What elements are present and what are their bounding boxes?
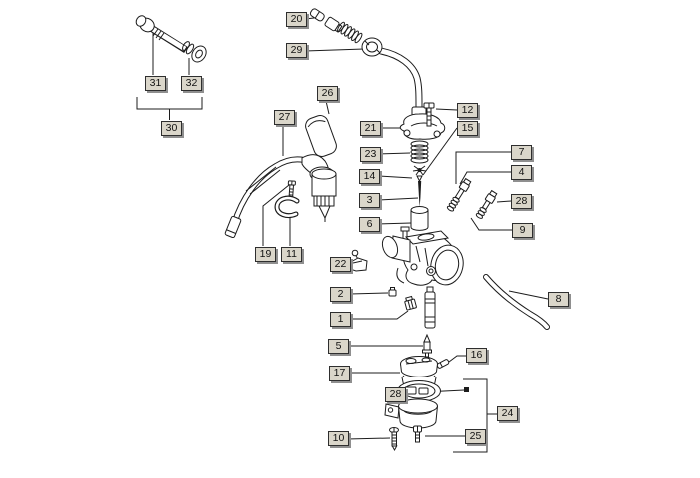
part-callout-21: 21: [360, 121, 381, 136]
part-callout-1: 1: [330, 312, 351, 327]
float-pin-drawing: [436, 359, 450, 369]
part-callout-32: 32: [181, 76, 202, 91]
part-callout-12: 12: [457, 103, 478, 118]
part-callout-19: 19: [255, 247, 276, 262]
part-callout-4: 4: [511, 165, 532, 180]
jet-needle-drawing: [418, 181, 422, 207]
part-callout-16: 16: [466, 348, 487, 363]
emulsion-tube-drawing: [424, 286, 436, 329]
bowl-screw-drawing: [413, 425, 422, 443]
float-bowl-drawing: [384, 398, 438, 429]
part-callout-22: 22: [330, 257, 351, 272]
choke-unit-drawing: [224, 154, 337, 239]
leader-lines: [136, 17, 549, 453]
needle-clip-drawing: [412, 165, 427, 183]
part-callout-9: 9: [512, 223, 533, 238]
part-callout-5: 5: [328, 339, 349, 354]
part-callout-27: 27: [274, 110, 295, 125]
part-callout-30: 30: [161, 121, 182, 136]
throttle-cable-drawing: [309, 8, 426, 116]
part-callout-10: 10: [328, 431, 349, 446]
part-callout-11: 11: [281, 247, 302, 262]
part-callout-23: 23: [360, 147, 381, 162]
part-callout-28: 28: [511, 194, 532, 209]
part-callout-29: 29: [286, 43, 307, 58]
air-screw-drawing: [475, 189, 498, 219]
idle-screw-drawing: [446, 177, 472, 212]
part-callout-31: 31: [145, 76, 166, 91]
part-callout-17: 17: [329, 366, 350, 381]
fuel-hose-drawing: [483, 274, 550, 330]
rubber-cap-drawing: [305, 115, 337, 157]
carburetor-body-drawing: [381, 226, 464, 286]
throttle-slide-drawing: [410, 206, 429, 231]
part-callout-8: 8: [548, 292, 569, 307]
part-callout-26: 26: [317, 86, 338, 101]
float-valve-drawing: [422, 333, 432, 358]
slide-spring-drawing: [410, 140, 429, 164]
part-callout-14: 14: [359, 169, 380, 184]
main-jet-drawing: [404, 295, 417, 311]
part-callout-24: 24: [497, 406, 518, 421]
part-callout-2: 2: [330, 287, 351, 302]
part-callout-6: 6: [359, 217, 380, 232]
pilot-jet-drawing: [388, 287, 397, 297]
cable-clamp-drawing: [348, 249, 368, 272]
part-callout-15: 15: [457, 121, 478, 136]
part-callout-3: 3: [359, 193, 380, 208]
carb-top-cover-drawing: [399, 102, 446, 140]
part-callout-7: 7: [511, 145, 532, 160]
drain-screw-drawing: [389, 427, 399, 452]
cable-bracket-drawing: [274, 195, 300, 219]
part-callout-25: 25: [465, 429, 486, 444]
mounting-bolt-drawing: [135, 15, 207, 63]
part-callout-20: 20: [286, 12, 307, 27]
part-callout-28: 28: [385, 387, 406, 402]
